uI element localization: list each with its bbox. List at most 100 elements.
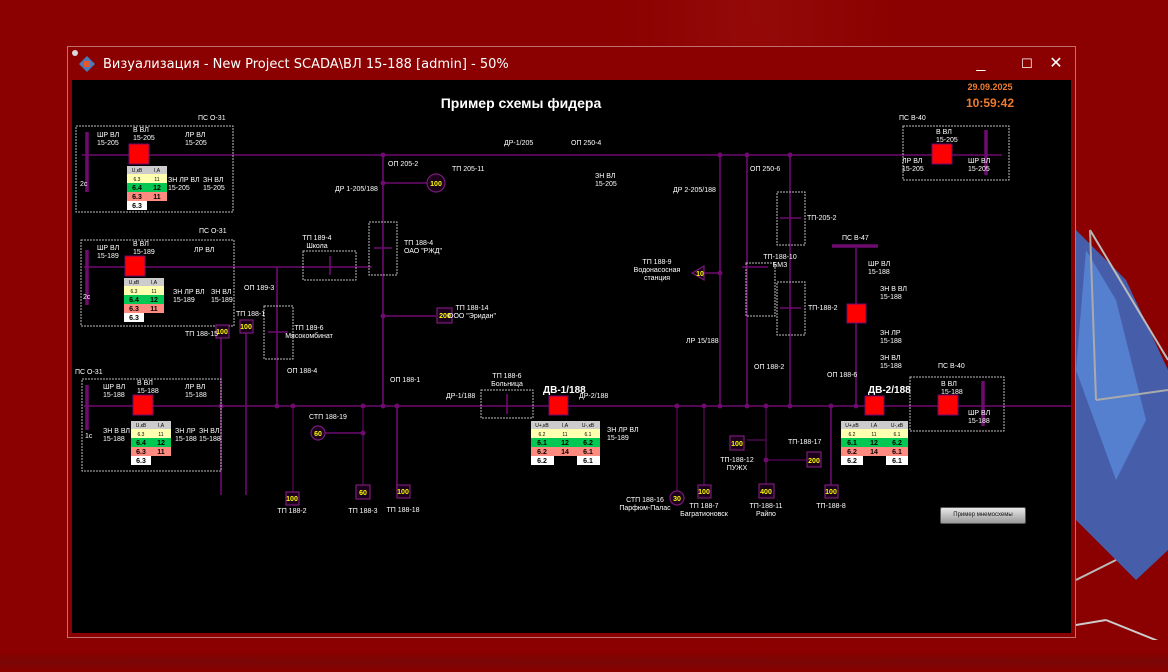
title-bar[interactable]: Визуализация - New Project SCADA\ВЛ 15-1… [68, 47, 1075, 80]
svg-text:ТП 188-15: ТП 188-15 [185, 331, 218, 338]
svg-text:U,кВ: U,кВ [136, 423, 147, 429]
svg-text:I,А: I,А [154, 168, 161, 174]
svg-text:6.1: 6.1 [892, 449, 902, 456]
maximize-button[interactable]: ☐ [1021, 56, 1033, 71]
svg-text:6.2: 6.2 [583, 440, 593, 447]
tp-188-7[interactable]: 100 [697, 484, 712, 499]
tp-205-2-box [776, 191, 806, 246]
svg-text:6.4: 6.4 [129, 297, 139, 304]
svg-text:11: 11 [151, 289, 156, 295]
svg-text:U-,кВ: U-,кВ [891, 423, 904, 429]
svg-text:U,кВ: U,кВ [132, 168, 143, 174]
tp-205-11[interactable]: 100 [426, 173, 446, 193]
measurement-table-ps2: U,кВ I,А 6.3 11 6.4 12 6.3 11 6.3 [124, 278, 164, 322]
tp-188-4-box [368, 221, 398, 276]
svg-text:ПС В-47: ПС В-47 [842, 235, 869, 242]
tp-188-12[interactable]: 100 [729, 435, 745, 451]
svg-text:6.3: 6.3 [132, 194, 142, 201]
tp-188-2-box [776, 281, 806, 336]
svg-text:100: 100 [698, 489, 710, 496]
breaker-v-vl-15-189[interactable] [124, 255, 146, 277]
tp-188-9[interactable]: 10 [690, 264, 705, 282]
svg-text:I,А: I,А [871, 423, 878, 429]
svg-text:6.3: 6.3 [129, 315, 139, 322]
tp-188-18[interactable]: 100 [396, 484, 411, 499]
svg-text:ТП 188-1: ТП 188-1 [236, 311, 265, 318]
mnemo-example-button[interactable]: Пример мнемосхемы [940, 507, 1026, 524]
substation-name: ПС О-31 [198, 115, 226, 122]
tp-188-15[interactable]: 100 [215, 324, 230, 339]
svg-text:I,А: I,А [562, 423, 569, 429]
svg-text:6.2: 6.2 [892, 440, 902, 447]
svg-text:11: 11 [157, 449, 165, 456]
svg-text:100: 100 [240, 324, 252, 331]
svg-text:10: 10 [696, 271, 704, 278]
svg-text:11: 11 [871, 432, 876, 438]
breaker-dv-1-188[interactable] [548, 395, 569, 416]
dv-2-188: ДВ-2/188 [864, 385, 911, 416]
svg-text:11: 11 [562, 432, 567, 438]
svg-text:100: 100 [286, 496, 298, 503]
breaker-v-vl-15-188-v40[interactable] [937, 394, 959, 416]
tp-188-3[interactable]: 60 [355, 484, 371, 500]
svg-text:U-,кВ: U-,кВ [582, 423, 595, 429]
svg-text:ЛР 15/188: ЛР 15/188 [686, 338, 719, 345]
tp-188-2[interactable]: 100 [285, 491, 300, 506]
svg-text:100: 100 [430, 181, 442, 188]
svg-text:6.2: 6.2 [537, 458, 547, 465]
tp-188-14[interactable]: 200 [436, 307, 453, 324]
svg-text:6.2: 6.2 [537, 449, 547, 456]
svg-text:200: 200 [808, 458, 820, 465]
svg-text:6.1: 6.1 [892, 458, 902, 465]
svg-text:ОП 189-3: ОП 189-3 [244, 285, 274, 292]
svg-text:200: 200 [439, 313, 451, 320]
tp-188-17[interactable]: 200 [806, 451, 822, 468]
svg-text:11: 11 [158, 432, 163, 438]
svg-text:60: 60 [359, 490, 367, 497]
tp-188-1[interactable]: 100 [239, 319, 254, 334]
close-button[interactable]: ✕ [1049, 55, 1063, 72]
measurement-table-ps1: U,кВ I,А 6.3 11 6.4 12 6.3 11 6.3 [127, 166, 167, 210]
svg-text:ОП 205-2: ОП 205-2 [388, 161, 418, 168]
tp-189-4-box [302, 250, 357, 281]
tp-188-8[interactable]: 100 [824, 484, 839, 499]
tp-188-11[interactable]: 400 [758, 483, 775, 499]
breaker-v-vl-15-205[interactable] [128, 143, 150, 165]
stp-188-19[interactable]: 60 [310, 425, 326, 441]
breaker-ps-v47[interactable] [846, 303, 867, 324]
breaker-v-vl-15-188[interactable] [132, 394, 154, 416]
breaker-dv-2-188[interactable] [864, 395, 885, 416]
svg-text:ДР-1/188: ДР-1/188 [446, 393, 475, 400]
svg-text:60: 60 [314, 431, 322, 438]
svg-text:11: 11 [154, 177, 159, 183]
window-dot [72, 50, 78, 56]
minimize-button[interactable]: _ [976, 55, 986, 72]
stp-188-16[interactable]: 30 [669, 490, 685, 506]
tp-189-6-box [263, 305, 294, 360]
svg-text:ТП-188-2: ТП-188-2 [808, 305, 838, 312]
tp-188-6-box [480, 389, 534, 419]
svg-text:U,кВ: U,кВ [129, 280, 140, 286]
svg-text:ДР 2-205/188: ДР 2-205/188 [673, 187, 716, 194]
breaker-v-vl-15-205-v40[interactable] [931, 143, 953, 165]
svg-text:30: 30 [673, 496, 681, 503]
scada-canvas: Пример схемы фидера 29.09.2025 10:59:42 [72, 80, 1071, 633]
